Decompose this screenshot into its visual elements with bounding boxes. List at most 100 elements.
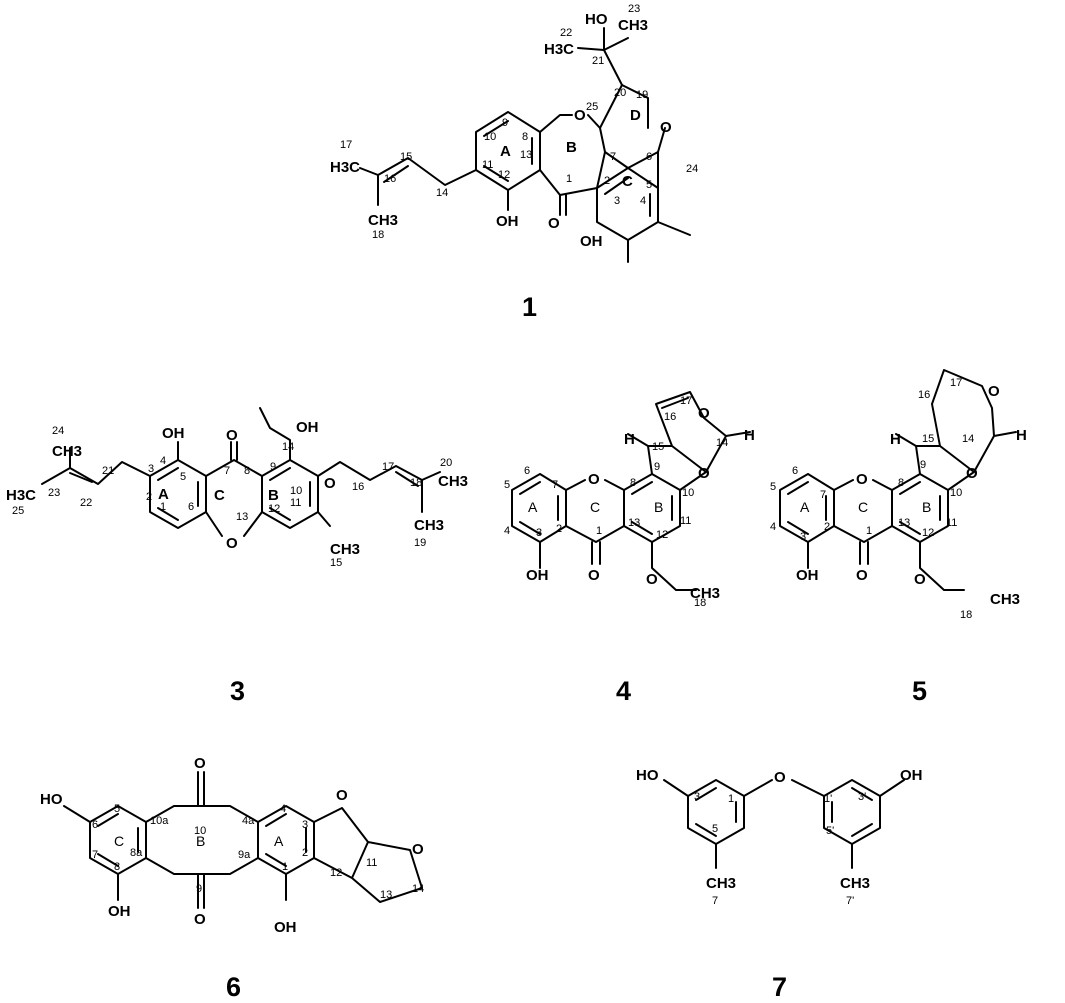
compound-1-atom-O-ketone: O bbox=[548, 215, 560, 232]
compound-1-atom-H3C-22: H3C bbox=[544, 41, 574, 58]
compound-6-atom-O-9: O bbox=[194, 911, 206, 928]
compound-3-number: 3 bbox=[230, 676, 245, 706]
compound-7-num: 3 bbox=[694, 791, 700, 803]
compound-6-atom-HO-6: HO bbox=[40, 791, 63, 808]
compound-7-structure: HO O OH CH3 CH3 1 3 5 7 1' 3' 5' 7' 7 bbox=[636, 767, 923, 1002]
compound-1-number: 1 bbox=[522, 292, 537, 322]
compound-6-num: 7 bbox=[92, 849, 98, 861]
compound-5-atom-O-dihydrofuran: O bbox=[966, 465, 978, 482]
compound-3-num: 19 bbox=[414, 537, 426, 549]
compound-5-num: 6 bbox=[792, 465, 798, 477]
compound-5-atom-O-methoxy: O bbox=[914, 571, 926, 588]
compound-3-num: 7 bbox=[224, 465, 230, 477]
compound-1-atom-O-ring-B: O bbox=[574, 107, 586, 124]
compound-4-atom-CH3: CH3 bbox=[690, 585, 720, 602]
compound-5-atom-O-ring: O bbox=[856, 471, 868, 488]
compound-6-num: 10 bbox=[194, 825, 206, 837]
compound-4-num: 18 bbox=[694, 597, 706, 609]
compound-6-num: 9a bbox=[238, 849, 251, 861]
compound-3-atom-O-ring: O bbox=[226, 535, 238, 552]
compound-6-structure: O O HO OH OH O O A B C 1 2 3 4 4a 5 6 7 … bbox=[40, 755, 424, 1002]
compound-5-num: 10 bbox=[950, 487, 962, 499]
compound-5-atom-OH: OH bbox=[796, 567, 819, 584]
compound-4-num: 3 bbox=[536, 527, 542, 539]
compound-6-num: 4a bbox=[242, 815, 255, 827]
compound-5-num: 8 bbox=[898, 477, 904, 489]
compound-3-atom-H3C-25: H3C bbox=[6, 487, 36, 504]
compound-1-num: 4 bbox=[640, 195, 646, 207]
compound-3-atom-CH3-19: CH3 bbox=[414, 517, 444, 534]
compound-5-number: 5 bbox=[912, 676, 927, 706]
compound-3-atom-CH3-15: CH3 bbox=[330, 541, 360, 558]
compound-1-num: 12 bbox=[498, 169, 510, 181]
compound-5-num: 1 bbox=[866, 525, 872, 537]
compound-5-atom-O-thf: O bbox=[988, 383, 1000, 400]
compound-3-num: 3 bbox=[148, 463, 154, 475]
compound-6-num: 8a bbox=[130, 847, 143, 859]
compound-3-num: 25 bbox=[12, 505, 24, 517]
compound-4-ring-C: C bbox=[590, 499, 600, 515]
compound-4-atom-H-14: H bbox=[744, 427, 755, 444]
compound-7-atom-CH3-7prime: CH3 bbox=[840, 875, 870, 892]
compound-6-num: 1 bbox=[282, 861, 288, 873]
compound-4-num: 16 bbox=[664, 411, 676, 423]
compound-5-atom-H-14: H bbox=[1016, 427, 1027, 444]
compound-4-num: 1 bbox=[596, 525, 602, 537]
compound-4-num: 5 bbox=[504, 479, 510, 491]
compound-3-num: 11 bbox=[290, 497, 301, 509]
compound-4-structure: O O O OH O O CH3 H H A B C 1 2 3 4 5 6 7… bbox=[504, 391, 755, 706]
compound-4-atom-O-furan: O bbox=[698, 405, 710, 422]
compound-5-num: 14 bbox=[962, 433, 974, 445]
compound-3-num: 18 bbox=[410, 477, 422, 489]
compound-7-num: 1' bbox=[824, 793, 832, 805]
compound-5-num: 7 bbox=[820, 489, 826, 501]
compound-1-num: 1 bbox=[566, 173, 572, 185]
compound-6-atom-OH-1: OH bbox=[274, 919, 297, 936]
compound-4-num: 6 bbox=[524, 465, 530, 477]
compound-1-num: 2 bbox=[604, 175, 610, 187]
compound-6-num: 5 bbox=[114, 803, 120, 815]
compound-6-num: 3 bbox=[302, 819, 308, 831]
compound-7-num: 5' bbox=[826, 825, 834, 837]
compound-5-atom-H-15: H bbox=[890, 431, 901, 448]
compound-1-num: 9 bbox=[502, 117, 508, 129]
compound-1-atom-H3C-17: H3C bbox=[330, 159, 360, 176]
compound-4-ring-A: A bbox=[528, 499, 538, 515]
compound-3-num: 17 bbox=[382, 461, 394, 473]
compound-7-num: 3' bbox=[858, 791, 866, 803]
compound-5-num: 2 bbox=[824, 521, 830, 533]
compound-3-num: 5 bbox=[180, 471, 186, 483]
compound-4-num: 11 bbox=[680, 515, 691, 527]
compound-3-structure: OH O OH O O CH3 H3C CH3 CH3 CH3 A B C 1 … bbox=[6, 407, 468, 706]
compound-1-num: 22 bbox=[560, 27, 572, 39]
compound-4-num: 15 bbox=[652, 441, 664, 453]
compound-3-num: 10 bbox=[290, 485, 302, 497]
compound-1-atom-CH3-18: CH3 bbox=[368, 212, 398, 229]
compound-4-num: 17 bbox=[680, 395, 692, 407]
compound-1-num: 8 bbox=[522, 131, 528, 143]
compound-6-number: 6 bbox=[226, 972, 241, 1002]
compound-1-num: 14 bbox=[436, 187, 448, 199]
compound-1-atom-CH3-23: CH3 bbox=[618, 17, 648, 34]
compound-5-num: 9 bbox=[920, 459, 926, 471]
compound-1-ring-C: C bbox=[622, 173, 633, 190]
compound-5-num: 12 bbox=[922, 527, 934, 539]
compound-7-num: 5 bbox=[712, 823, 718, 835]
compound-3-atom-OH-14: OH bbox=[296, 419, 319, 436]
compound-1-ring-B: B bbox=[566, 139, 577, 156]
compound-4-atom-O-ketone: O bbox=[588, 567, 600, 584]
compound-3-num: 2 bbox=[146, 491, 152, 503]
compound-7-atom-HO: HO bbox=[636, 767, 659, 784]
compound-4-num: 2 bbox=[556, 523, 562, 535]
compound-6-atom-O-10: O bbox=[194, 755, 206, 772]
compound-4-ring-B: B bbox=[654, 499, 663, 515]
compound-1-num: 11 bbox=[482, 159, 493, 171]
compound-4-num: 13 bbox=[628, 517, 640, 529]
compound-1-num: 16 bbox=[384, 173, 396, 185]
compound-7-number: 7 bbox=[772, 972, 787, 1002]
compound-4-atom-OH: OH bbox=[526, 567, 549, 584]
compound-4-atom-O-methoxy: O bbox=[646, 571, 658, 588]
compound-1-structure: A B C D HO CH3 H3C OH OH O O O H3C CH3 1… bbox=[330, 3, 698, 322]
compound-1-num: 5 bbox=[646, 179, 652, 191]
